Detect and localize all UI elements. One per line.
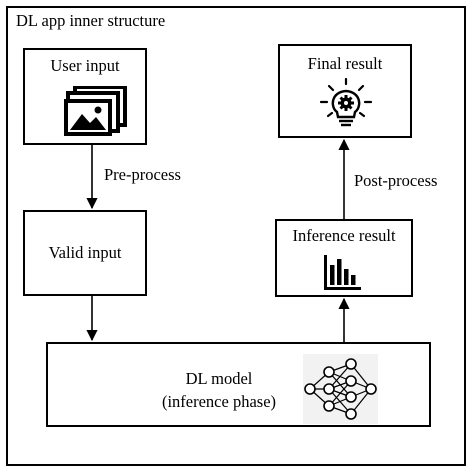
neural-network-icon [304, 358, 377, 420]
user-input-label: User input [50, 56, 120, 75]
dl-model-node: DL model (inference phase) [46, 342, 431, 427]
pre-process-label: Pre-process [104, 165, 181, 184]
image-gallery-icon [64, 86, 127, 136]
user-input-node: User input [23, 48, 147, 145]
valid-input-node: Valid input [23, 210, 147, 296]
post-process-label: Post-process [354, 171, 438, 190]
inference-result-node: Inference result [275, 219, 413, 297]
bar-chart-icon [324, 255, 361, 290]
dl-model-label-line1: DL model [185, 369, 253, 388]
valid-input-label: Valid input [48, 243, 122, 262]
inference-result-label: Inference result [292, 226, 396, 245]
connector-layer [86, 138, 350, 342]
final-result-label: Final result [307, 54, 383, 73]
diagram-title: DL app inner structure [16, 11, 166, 30]
final-result-node: Final result [278, 44, 412, 138]
lightbulb-gear-icon [319, 78, 373, 127]
dl-model-label-line2: (inference phase) [161, 392, 277, 411]
